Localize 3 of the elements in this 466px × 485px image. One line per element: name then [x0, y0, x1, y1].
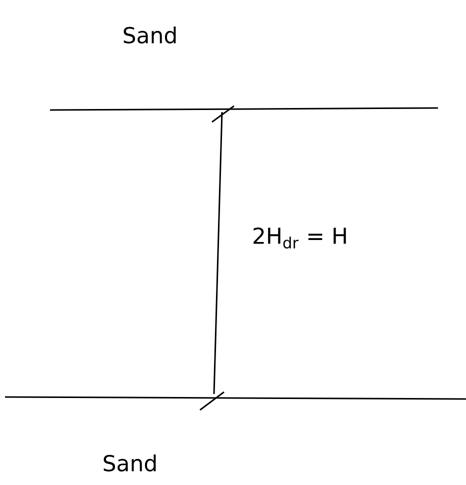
layer-label: Sand [104, 454, 156, 472]
layer-label: Sand [124, 26, 176, 44]
dimension-label: 2H$_{dr}$ = H [254, 227, 346, 249]
